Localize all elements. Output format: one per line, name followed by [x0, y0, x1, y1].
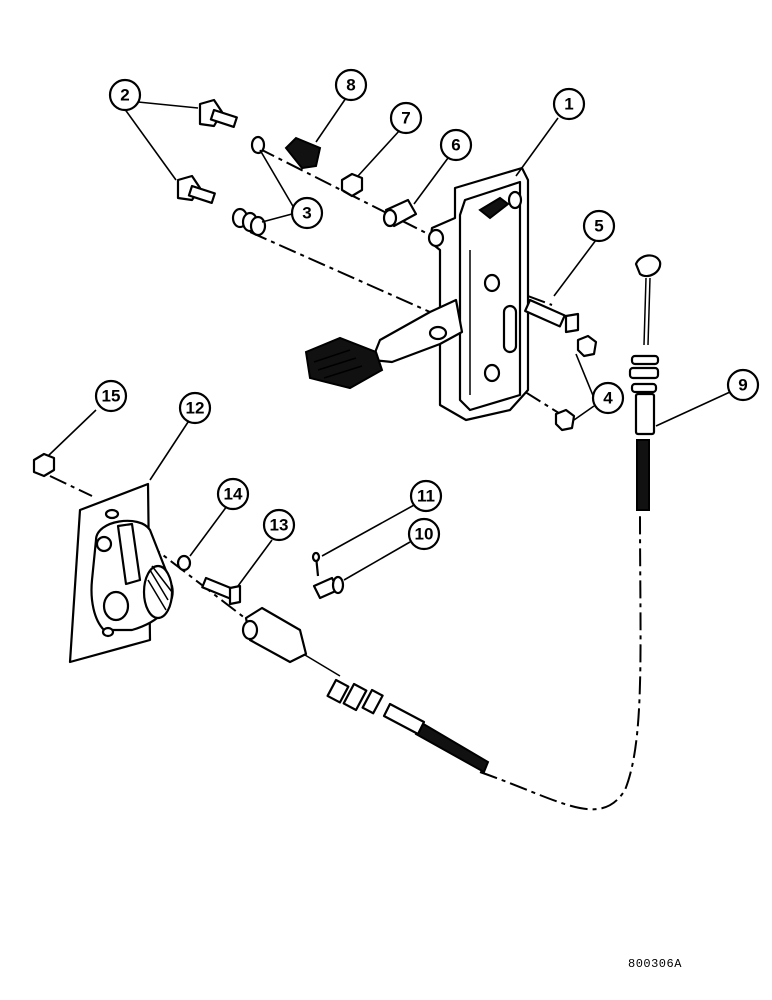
callout-6: 6 [439, 128, 473, 162]
svg-text:12: 12 [186, 399, 205, 418]
svg-text:14: 14 [224, 485, 243, 504]
svg-text:15: 15 [102, 387, 121, 406]
callout-14: 14 [216, 477, 250, 511]
callout-9: 9 [726, 368, 760, 402]
nut-4-upper [576, 334, 598, 358]
callout-3: 3 [290, 196, 324, 230]
callout-10: 10 [407, 517, 441, 551]
bolt-lower [176, 174, 216, 205]
figure-code: 800306A [628, 957, 682, 971]
nut-15 [32, 452, 56, 478]
callout-13: 13 [262, 508, 296, 542]
callout-2: 2 [108, 78, 142, 112]
svg-text:7: 7 [401, 109, 410, 128]
cable-lower-end [299, 651, 490, 774]
svg-text:13: 13 [270, 516, 289, 535]
callout-4: 4 [591, 381, 625, 415]
svg-text:10: 10 [415, 525, 434, 544]
bolt-13 [201, 576, 242, 606]
bolt-5 [524, 298, 580, 334]
svg-text:3: 3 [302, 204, 311, 223]
cable-upper-end [628, 254, 662, 511]
callout-11: 11 [409, 479, 443, 513]
callout-5: 5 [582, 209, 616, 243]
bushing [382, 198, 418, 228]
svg-text:5: 5 [594, 217, 603, 236]
svg-text:1: 1 [564, 95, 573, 114]
pedal-arm [304, 298, 464, 390]
svg-text:11: 11 [417, 487, 435, 506]
nut-4-lower [554, 408, 576, 432]
clevis-pin [312, 575, 345, 600]
bolt-upper [198, 98, 238, 129]
svg-text:6: 6 [451, 136, 460, 155]
callout-12: 12 [178, 391, 212, 425]
svg-text:4: 4 [603, 389, 613, 408]
callout-8: 8 [334, 68, 368, 102]
spring-spacer [231, 207, 267, 237]
svg-text:8: 8 [346, 76, 355, 95]
callout-1: 1 [552, 87, 586, 121]
callout-15: 15 [94, 379, 128, 413]
svg-text:2: 2 [120, 86, 129, 105]
mounting-plate-assembly [68, 482, 174, 664]
stop-rubber [284, 136, 322, 170]
cable-clevis [241, 606, 308, 664]
cotter-pin [311, 551, 321, 577]
pedal-bracket [427, 166, 530, 422]
svg-text:9: 9 [738, 376, 747, 395]
washer-14 [176, 554, 192, 572]
callout-7: 7 [389, 101, 423, 135]
nut-upper [340, 172, 364, 198]
assembly-lines [49, 147, 642, 811]
leader-lines [47, 97, 731, 587]
washer-upper [250, 135, 266, 155]
